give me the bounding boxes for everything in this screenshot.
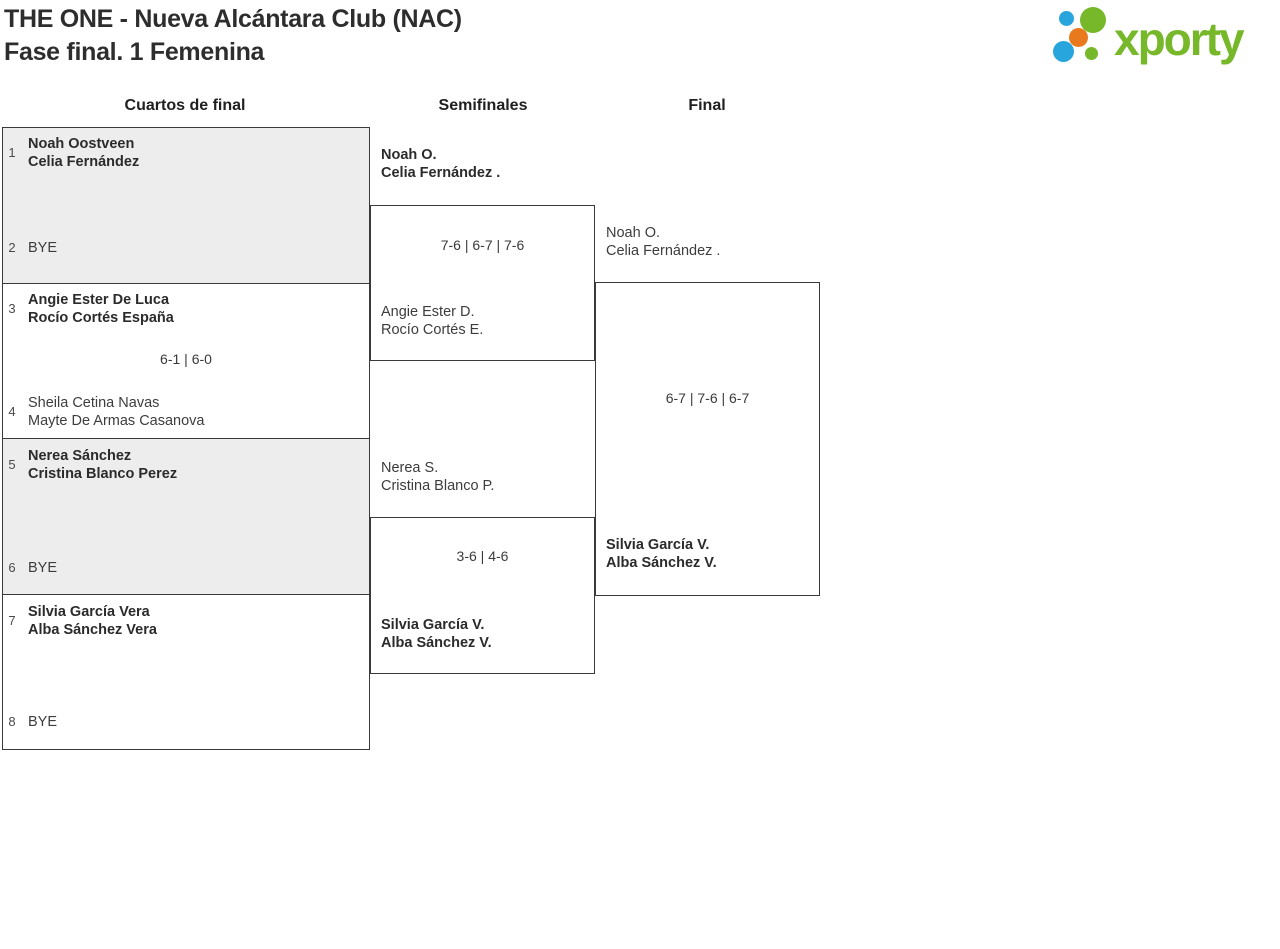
team-name: Alba Sánchez V. [381,635,492,651]
team-name: Celia Fernández . [381,165,501,181]
final-bottom-team: Silvia García V. Alba Sánchez V. [602,536,717,572]
team-name: Angie Ester D. [381,304,475,320]
qf-slot-4-team: 4 Sheila Cetina Navas Mayte De Armas Cas… [0,394,205,430]
seed-number: 1 [8,145,16,160]
team-name: Silvia García Vera [28,604,150,620]
bye-label: BYE [28,714,58,730]
team-name: Cristina Blanco Perez [28,466,178,482]
team-name: Silvia García V. [606,537,710,553]
qf-match-2-score: 6-1 | 6-0 [160,351,212,367]
final-top-team: Noah O. Celia Fernández . [602,224,720,260]
team-name: Celia Fernández [28,154,140,170]
quarterfinal-match-2-box [2,283,370,439]
team-name: Nerea Sánchez [28,448,132,464]
round-title-final: Final [688,97,726,114]
logo-dot-blue-big-icon [1053,41,1074,62]
tournament-title: THE ONE - Nueva Alcántara Club (NAC) [4,5,462,33]
seed-number: 6 [8,560,16,575]
seed-number: 4 [8,404,16,419]
team-name: Noah O. [606,225,660,241]
phase-subtitle: Fase final. 1 Femenina [4,38,265,66]
team-name: Angie Ester De Luca [28,292,170,308]
seed-number: 8 [8,714,16,729]
sf1-bottom-team: Angie Ester D. Rocío Cortés E. [377,303,483,339]
team-name: Rocío Cortés España [28,310,174,326]
seed-number: 7 [8,613,16,628]
sf1-score: 7-6 | 6-7 | 7-6 [440,237,525,253]
bye-label: BYE [28,560,58,576]
final-score: 6-7 | 7-6 | 6-7 [665,390,750,406]
team-name: Celia Fernández . [606,243,721,259]
round-title-quarterfinals: Cuartos de final [124,97,246,114]
team-name: Nerea S. [381,460,439,476]
quarterfinal-match-3-box [2,438,370,595]
logo-wordmark: xporty [1114,13,1245,65]
semifinal-match-2-box [370,517,595,674]
qf-slot-6-bye: 6 BYE [0,559,57,577]
seed-number: 3 [8,301,16,316]
sf2-bottom-team: Silvia García V. Alba Sánchez V. [377,616,492,652]
team-name: Alba Sánchez Vera [28,622,157,638]
team-name: Cristina Blanco P. [381,478,495,494]
final-match-box [595,282,820,596]
sf2-score: 3-6 | 4-6 [456,548,509,564]
seed-number: 5 [8,457,16,472]
qf-slot-7-team: 7 Silvia García Vera Alba Sánchez Vera [0,603,157,639]
logo-dot-green-small-icon [1085,47,1098,60]
team-name: Alba Sánchez V. [606,555,717,571]
qf-slot-8-bye: 8 BYE [0,713,57,731]
qf-slot-3-team: 3 Angie Ester De Luca Rocío Cortés Españ… [0,291,174,327]
qf-slot-5-team: 5 Nerea Sánchez Cristina Blanco Perez [0,447,177,483]
semifinal-match-1-box [370,205,595,361]
page-title: THE ONE - Nueva Alcántara Club (NAC) Fas… [4,3,462,69]
qf-slot-1-team: 1 Noah Oostveen Celia Fernández [0,135,139,171]
round-title-semifinals: Semifinales [438,97,528,114]
seed-number: 2 [8,240,16,255]
sf1-top-team: Noah O. Celia Fernández . [377,146,500,182]
team-name: Noah O. [381,147,437,163]
qf-slot-2-bye: 2 BYE [0,239,57,257]
team-name: Sheila Cetina Navas [28,395,160,411]
xporty-logo[interactable]: xporty [1048,4,1276,70]
team-name: Rocío Cortés E. [381,322,484,338]
logo-dot-blue-small-icon [1059,11,1074,26]
quarterfinal-match-1-box [2,127,370,284]
logo-dot-orange-icon [1069,28,1088,47]
team-name: Silvia García V. [381,617,485,633]
bye-label: BYE [28,240,58,256]
sf2-top-team: Nerea S. Cristina Blanco P. [377,459,494,495]
quarterfinal-match-4-box [2,594,370,750]
team-name: Mayte De Armas Casanova [28,413,205,429]
logo-dot-green-big-icon [1080,7,1106,33]
team-name: Noah Oostveen [28,136,135,152]
